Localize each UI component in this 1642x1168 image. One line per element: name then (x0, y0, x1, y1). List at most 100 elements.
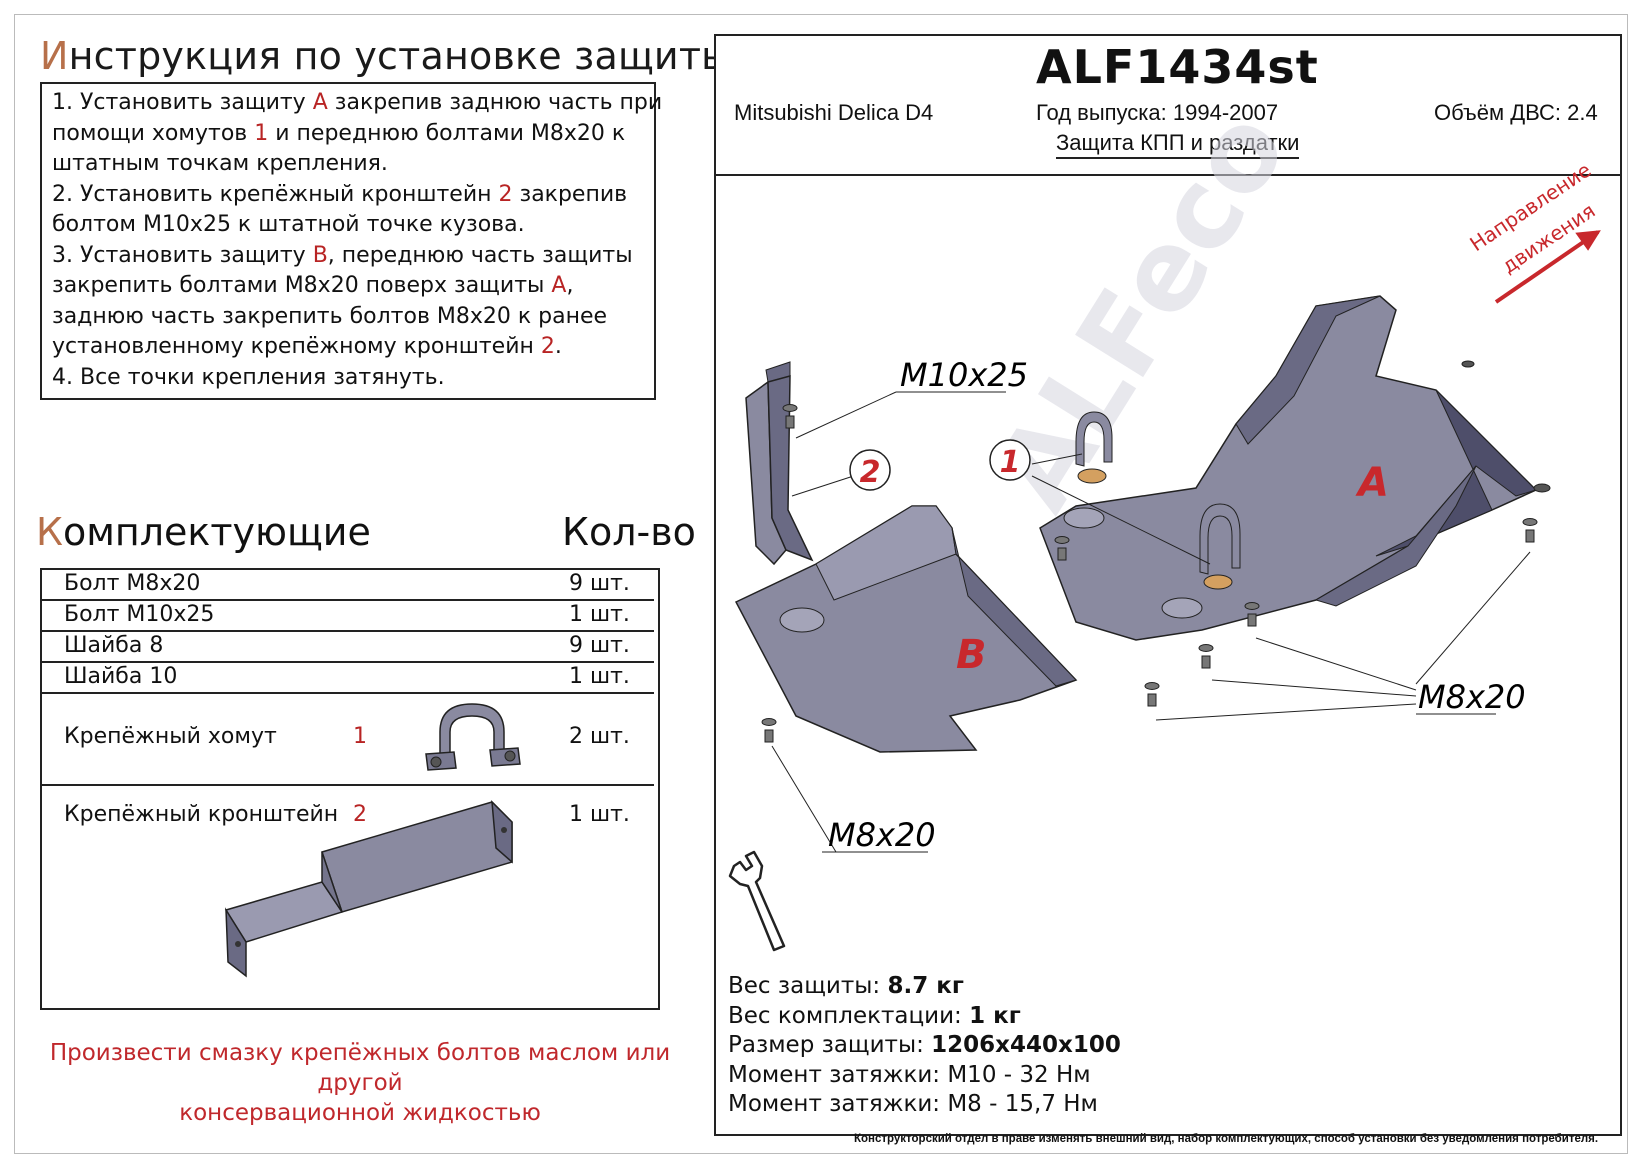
part-qty: 2 шт. (569, 724, 630, 749)
instruction-text: , переднюю часть защиты (327, 242, 633, 268)
product-subtitle: Защита КПП и раздатки (1056, 130, 1300, 159)
bracket-drawing (224, 800, 513, 978)
part-name: Крепёжный кронштейн (64, 802, 339, 827)
instruction-line: 4. Все точки крепления затянуть. (52, 363, 644, 394)
bolt-m10-label: M10x25 (900, 356, 1028, 394)
instruction-line: помощи хомутов 1 и переднюю болтами М8х2… (52, 119, 644, 150)
spec-torque-m8: Момент затяжки: М8 - 15,7 Нм (728, 1091, 1098, 1117)
shield-b (734, 505, 1078, 753)
instruction-line: болтом М10х25 к штатной точке кузова. (52, 210, 644, 241)
instruction-text: 2. Установить крепёжный кронштейн (52, 181, 499, 207)
table-row: Шайба 10 1 шт. (42, 663, 654, 694)
shield-a (1039, 295, 1551, 641)
title-first-letter: И (40, 34, 69, 78)
marker-2-label: 2 (860, 455, 881, 490)
bolt-icon (1144, 682, 1160, 707)
table-row: Болт М8х20 9 шт. (42, 570, 654, 601)
instruction-line: штатным точкам крепления. (52, 149, 644, 180)
instruction-ref: A (551, 273, 567, 298)
instruction-text: закрепив (512, 181, 628, 207)
marker-1: 1 (989, 439, 1031, 481)
wrench-icon (728, 850, 786, 952)
table-row: Крепёжный хомут 1 2 шт. (42, 694, 654, 786)
bolt-m8-left-label: M8x20 (828, 816, 936, 854)
instruction-line: 3. Установить защиту B, переднюю часть з… (52, 241, 644, 272)
spec-label: Вес комплектации: (728, 1002, 970, 1029)
marker-1-label: 1 (1000, 445, 1021, 480)
instruction-text: закрепив заднюю часть при (327, 90, 663, 115)
part-name: Шайба 10 (64, 664, 178, 689)
title-text: нструкция по установке защиты (68, 34, 732, 78)
instruction-ref: 2 (540, 334, 555, 359)
specs-block: Вес защиты: 8.7 кг Вес комплектации: 1 к… (728, 972, 1121, 1120)
instruction-text: помощи хомутов (52, 120, 255, 146)
spec-kit-weight: Вес комплектации: 1 кг (728, 1002, 1121, 1032)
instruction-text: закрепить болтами М8х20 поверх защиты (52, 273, 552, 298)
part-name: Крепёжный хомут (64, 724, 277, 749)
instruction-line: 1. Установить защиту A закрепив заднюю ч… (52, 88, 662, 119)
production-years: Год выпуска: 1994-2007 (1036, 100, 1279, 125)
bolt-icon (1244, 602, 1260, 627)
instruction-text: 1. Установить защиту (52, 90, 313, 115)
clamp-icon (1075, 411, 1113, 484)
note-line: Произвести смазку крепёжных болтов масло… (49, 1040, 671, 1096)
marker-2: 2 (849, 449, 891, 491)
instructions-box: 1. Установить защиту A закрепив заднюю ч… (40, 82, 662, 400)
bolt-icon (1522, 518, 1538, 543)
part-name: Болт М8х20 (64, 571, 201, 596)
clamp-drawing (425, 703, 521, 771)
spec-weight: Вес защиты: 8.7 кг (728, 972, 1121, 1002)
instruction-text: и переднюю болтами М8х20 к (268, 120, 626, 146)
instruction-ref: B (312, 242, 328, 268)
spec-label: Вес защиты: (728, 973, 888, 999)
bolt-m8-right-label: M8x20 (1418, 678, 1526, 716)
bracket-icon (745, 361, 814, 566)
instructions-list: 1. Установить защиту A закрепив заднюю ч… (52, 88, 662, 394)
instruction-ref: 1 (254, 120, 269, 146)
instruction-line: заднюю часть закрепить болтов М8х20 к ра… (52, 302, 644, 333)
lubrication-note: Произвести смазку крепёжных болтов масло… (30, 1038, 690, 1128)
parts-title-text: омплектующие (62, 510, 371, 554)
header-divider (716, 174, 1620, 176)
parts-table: Болт М8х20 9 шт. Болт М10х25 1 шт. Шайба… (40, 568, 660, 1010)
part-qty: 1 шт. (569, 802, 630, 827)
note-line: консервационной жидкостью (179, 1100, 541, 1126)
spec-size: Размер защиты: 1206х440х100 (728, 1031, 1121, 1061)
engine-volume: Объём ДВС: 2.4 (1434, 100, 1598, 125)
spec-value: 8.7 кг (887, 973, 964, 999)
bolt-icon (782, 404, 798, 429)
vehicle-model: Mitsubishi Delica D4 (734, 100, 934, 125)
instruction-text: установленному крепёжному кронштейн (52, 334, 541, 359)
parts-title-first-letter: К (36, 510, 63, 554)
part-qty: 1 шт. (569, 664, 630, 689)
bolt-icon (761, 718, 777, 743)
shield-a-label: A (1355, 460, 1389, 506)
instruction-text: . (554, 334, 562, 359)
spec-value: 1206х440х100 (931, 1032, 1121, 1058)
bolt-icon (1198, 644, 1214, 669)
assembly-diagram: ALFeco Направление движения (728, 89, 1601, 952)
page-frame (14, 14, 1628, 1154)
bolt-icon (1054, 536, 1070, 561)
part-qty: 9 шт. (569, 633, 630, 658)
disclaimer: Конструкторский отдел в праве изменять в… (854, 1133, 1599, 1145)
part-name: Шайба 8 (64, 633, 164, 658)
shield-b-label: B (956, 632, 987, 678)
instruction-ref: 2 (498, 181, 513, 207)
parts-title: Комплектующие (36, 510, 371, 554)
table-row: Болт М10х25 1 шт. (42, 601, 654, 632)
direction-arrow-icon (1494, 230, 1601, 304)
instruction-text: 4. Все точки крепления затянуть. (52, 364, 445, 390)
instruction-text: заднюю часть закрепить болтов М8х20 к ра… (52, 303, 608, 329)
instruction-ref: A (312, 90, 328, 115)
instruction-line: 2. Установить крепёжный кронштейн 2 закр… (52, 180, 644, 211)
page-title: Инструкция по установке защиты (40, 34, 731, 78)
clamp-icon (1199, 503, 1241, 590)
spec-value: 1 кг (969, 1002, 1021, 1029)
table-row: Крепёжный кронштейн 2 1 шт. (42, 786, 654, 1002)
spec-label: Размер защиты: (728, 1032, 932, 1058)
table-row: Шайба 8 9 шт. (42, 632, 654, 663)
instruction-line: закрепить болтами М8х20 поверх защиты A, (52, 271, 644, 302)
instruction-text: , (566, 273, 574, 298)
instruction-text: штатным точкам крепления. (52, 151, 388, 176)
